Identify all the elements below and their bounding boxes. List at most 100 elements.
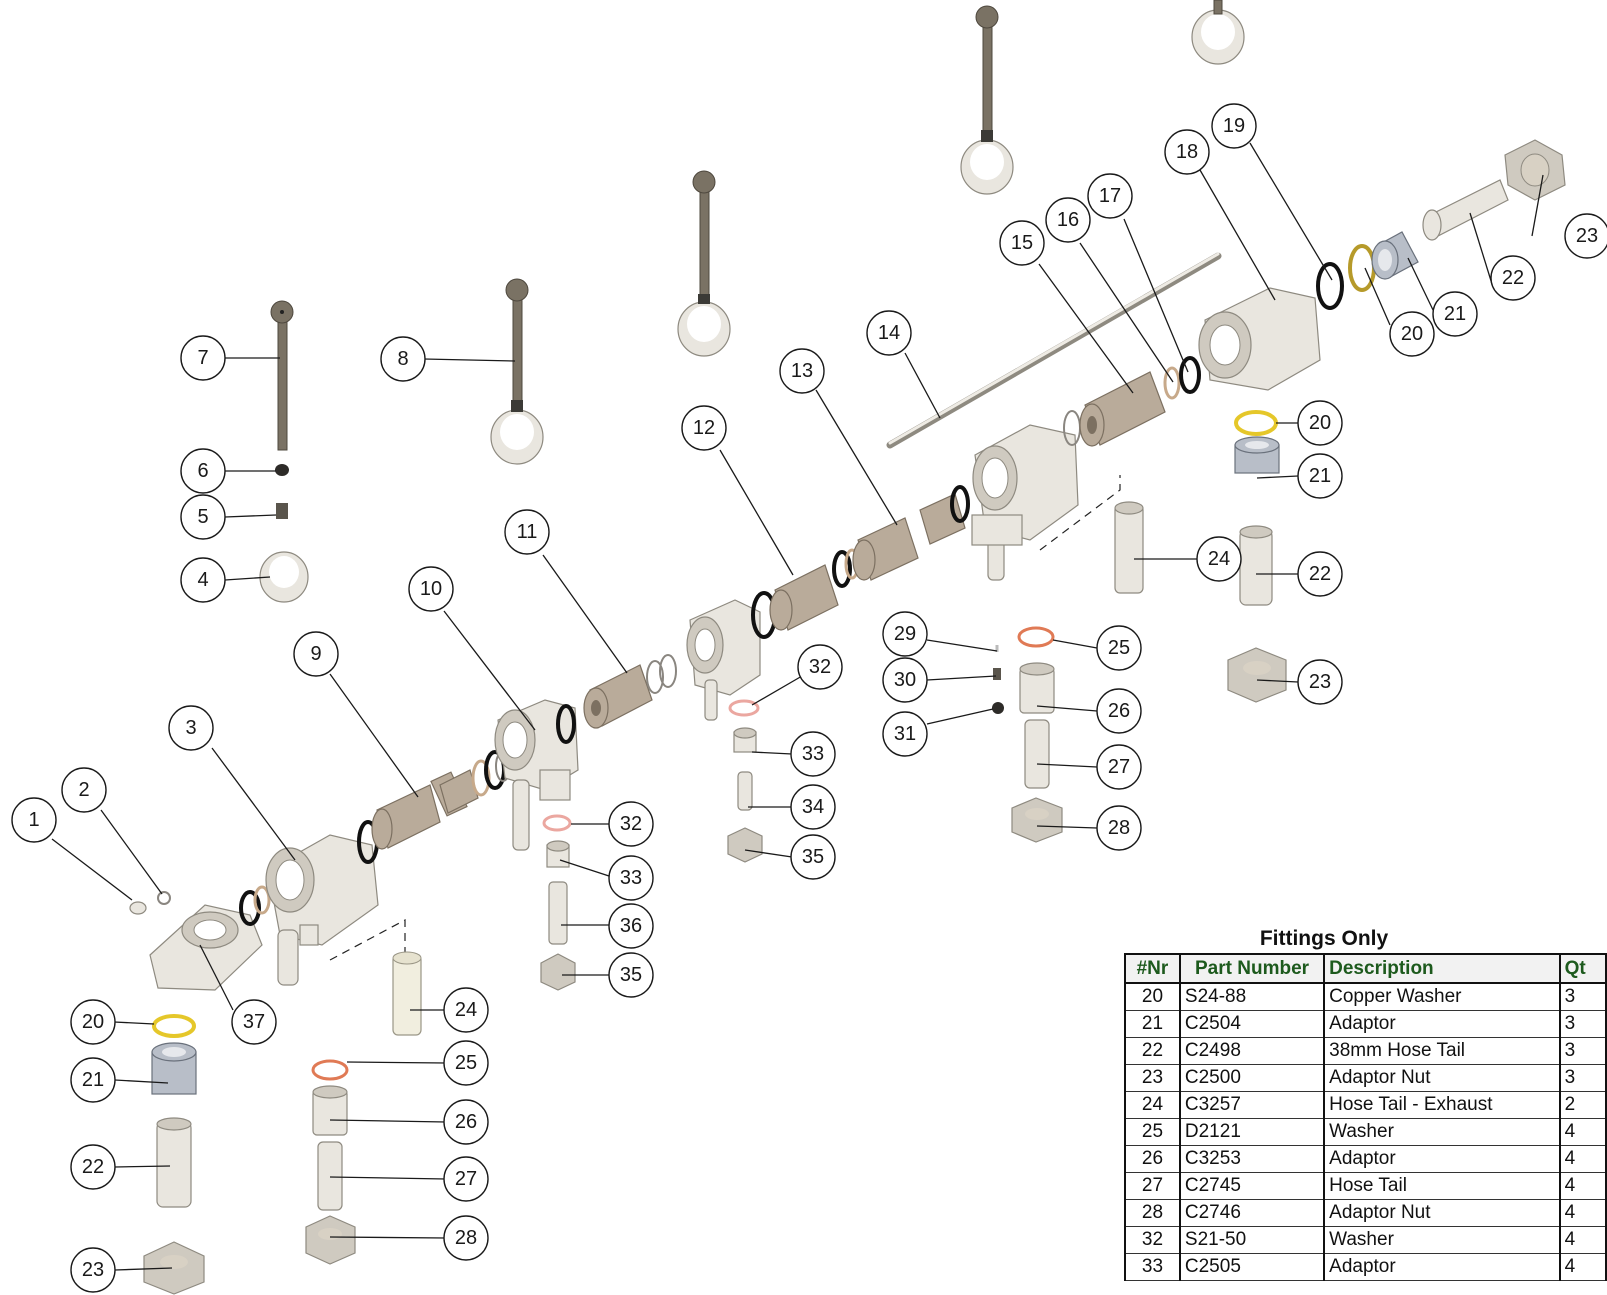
- callout-7: 7: [180, 335, 226, 381]
- copper-washer-20: [152, 1014, 196, 1038]
- callout-28-left: 28: [443, 1215, 489, 1261]
- callout-37: 37: [231, 999, 277, 1045]
- cell-part-number: C2500: [1178, 1064, 1326, 1092]
- cell-part-number: C2498: [1178, 1037, 1326, 1065]
- hose-tail-36: [548, 881, 568, 945]
- svg-text:29: 29: [894, 623, 916, 645]
- cell-qty: 3: [1558, 982, 1607, 1011]
- cell-nr: 32: [1124, 1226, 1181, 1254]
- callout-36: 36: [608, 903, 654, 949]
- valve-body-3: [265, 834, 379, 986]
- callout-33-upper: 33: [790, 731, 836, 777]
- pin-8: [490, 278, 544, 465]
- svg-text:8: 8: [397, 348, 408, 370]
- svg-text:16: 16: [1057, 209, 1079, 231]
- cell-nr: 26: [1124, 1145, 1181, 1173]
- svg-text:23: 23: [1576, 225, 1598, 247]
- tie-rod: [886, 252, 1222, 449]
- svg-text:22: 22: [82, 1156, 104, 1178]
- adaptor-33: [546, 840, 570, 868]
- o-ring: [253, 885, 271, 915]
- svg-text:28: 28: [455, 1227, 477, 1249]
- pin-7: [270, 300, 294, 451]
- callout-22-right: 22: [1297, 551, 1343, 597]
- cell-part-number: S24-88: [1178, 982, 1326, 1011]
- washer-32: [728, 699, 760, 717]
- callout-27-left: 27: [443, 1156, 489, 1202]
- cell-nr: 28: [1124, 1199, 1181, 1227]
- svg-text:22: 22: [1502, 267, 1524, 289]
- svg-text:34: 34: [802, 796, 824, 818]
- svg-text:27: 27: [1108, 756, 1130, 778]
- svg-text:26: 26: [455, 1111, 477, 1133]
- callout-26-left: 26: [443, 1099, 489, 1145]
- washer-32: [542, 814, 572, 832]
- callout-6: 6: [180, 448, 226, 494]
- cell-description: Adaptor: [1323, 1145, 1561, 1173]
- svg-text:32: 32: [620, 813, 642, 835]
- fittings-table: Fittings Only #Nr Part Number Descriptio…: [1124, 925, 1607, 1281]
- svg-text:37: 37: [243, 1011, 265, 1033]
- svg-text:11: 11: [517, 521, 538, 543]
- callout-35-upper: 35: [790, 834, 836, 880]
- cell-description: 38mm Hose Tail: [1323, 1037, 1561, 1065]
- cell-part-number: S21-50: [1178, 1226, 1326, 1254]
- leader-lines: [51, 142, 1544, 1271]
- cell-description: Hose Tail: [1323, 1172, 1561, 1200]
- svg-text:9: 9: [310, 643, 321, 665]
- sleeve-15: [1079, 371, 1166, 447]
- callout-14: 14: [866, 310, 912, 356]
- hose-tail-27: [1024, 719, 1050, 789]
- header-description: Description: [1323, 953, 1561, 984]
- svg-text:14: 14: [878, 322, 900, 344]
- top-clamp-assembly-1: [960, 5, 1014, 195]
- cell-qty: 2: [1558, 1091, 1607, 1119]
- callout-11: 11: [504, 509, 550, 555]
- cell-part-number: C3257: [1178, 1091, 1326, 1119]
- cell-part-number: C3253: [1178, 1145, 1326, 1173]
- adaptor-21: [151, 1042, 197, 1095]
- sleeve-11: [583, 664, 653, 729]
- callout-28-mid: 28: [1096, 805, 1142, 851]
- svg-text:26: 26: [1108, 700, 1130, 722]
- svg-text:18: 18: [1176, 141, 1198, 163]
- svg-text:17: 17: [1099, 185, 1121, 207]
- o-ring-17: [1179, 356, 1201, 394]
- callout-23-left: 23: [70, 1247, 116, 1293]
- hose-tail-exhaust-24: [1114, 501, 1144, 594]
- callout-24-right: 24: [1196, 536, 1242, 582]
- callout-25-mid: 25: [1096, 625, 1142, 671]
- cell-part-number: C2746: [1178, 1199, 1326, 1227]
- callout-16: 16: [1045, 197, 1091, 243]
- cell-qty: 4: [1558, 1145, 1607, 1173]
- washer-25: [1017, 626, 1055, 648]
- washer-25: [311, 1059, 349, 1081]
- hose-tail-22: [156, 1117, 192, 1208]
- svg-text:13: 13: [791, 360, 813, 382]
- hose-tail-27: [317, 1141, 343, 1211]
- callout-21-top: 21: [1432, 291, 1478, 337]
- o-ring: [832, 550, 852, 588]
- callout-20-left: 20: [70, 999, 116, 1045]
- svg-text:12: 12: [693, 417, 715, 439]
- svg-text:1: 1: [28, 809, 39, 831]
- svg-text:15: 15: [1011, 232, 1033, 254]
- svg-text:23: 23: [1309, 671, 1331, 693]
- adaptor-26: [1019, 662, 1055, 714]
- svg-text:33: 33: [802, 743, 824, 765]
- ring-2: [157, 891, 171, 905]
- table-title: Fittings Only: [1259, 927, 1389, 950]
- o-ring: [556, 704, 576, 744]
- svg-text:4: 4: [197, 569, 208, 591]
- cell-nr: 21: [1124, 1010, 1181, 1038]
- cell-qty: 3: [1558, 1064, 1607, 1092]
- bush-5: [276, 503, 288, 519]
- cell-nr: 25: [1124, 1118, 1181, 1146]
- end-cap-37: [149, 904, 263, 991]
